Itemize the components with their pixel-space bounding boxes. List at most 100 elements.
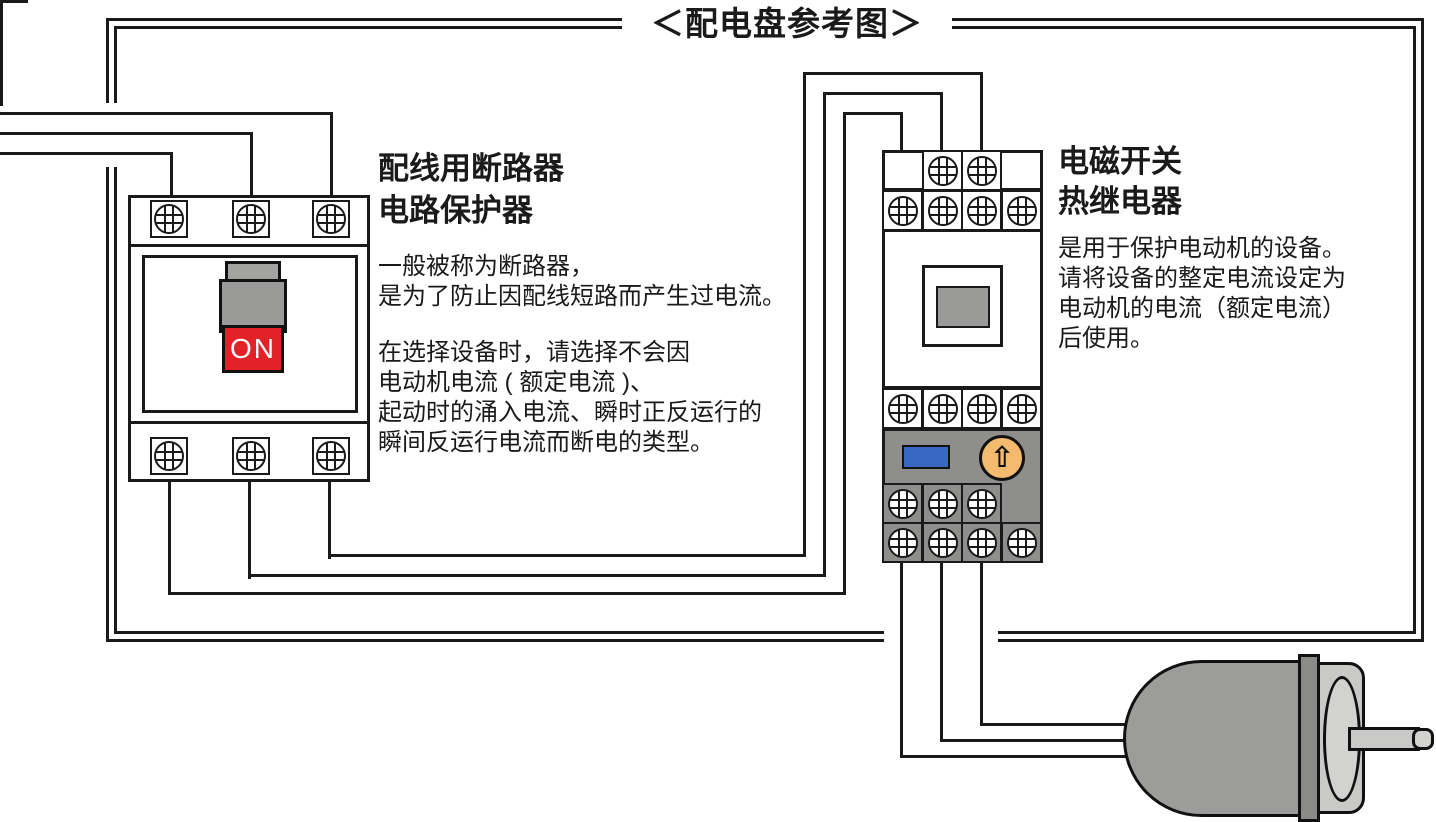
wire-segment [900, 560, 903, 758]
wire-segment [940, 92, 943, 157]
phillips-screw-icon [1006, 527, 1037, 558]
phillips-screw-icon [927, 195, 958, 226]
wire-segment [823, 92, 943, 95]
phillips-screw-icon [236, 441, 266, 471]
breaker-heading: 配线用断路器 电路保护器 [378, 148, 564, 232]
wire-segment [328, 460, 331, 559]
relay-indicator-window [902, 445, 950, 469]
wire-segment [843, 112, 903, 115]
breaker-bottom-strip-line [128, 421, 370, 424]
wire-segment [250, 132, 253, 202]
text-line: 一般被称为断路器， [378, 253, 594, 280]
wire-segment [248, 574, 826, 577]
breaker-heading-line1: 配线用断路器 [378, 151, 564, 186]
wire-segment [980, 72, 983, 157]
terminal-screw [1001, 522, 1042, 563]
text-line: 起动时的涌入电流、瞬时正反运行的 [378, 399, 762, 426]
wire-segment [248, 460, 251, 579]
motor-shaft-tip [1412, 728, 1434, 750]
terminal-screw [961, 150, 1002, 191]
wire-segment [0, 112, 333, 115]
wire-segment [980, 723, 1180, 726]
phillips-screw-icon [236, 204, 266, 234]
phillips-screw-icon [1006, 195, 1037, 226]
contactor-heading-line1: 电磁开关 [1058, 144, 1182, 179]
toggle-on-label: ON [230, 333, 276, 364]
contactor-button-frame [922, 265, 1003, 347]
phillips-screw-icon [966, 488, 997, 519]
terminal-screw [312, 200, 350, 238]
phillips-screw-icon [966, 393, 997, 424]
wire-segment [823, 92, 826, 577]
text-line: 电动机的电流（额定电流） [1058, 295, 1346, 322]
wire-segment [168, 460, 171, 595]
breaker-description-1: 一般被称为断路器， 是为了防止因配线短路而产生过电流。 [378, 252, 786, 312]
terminal-screw [922, 190, 963, 231]
terminal-screw [312, 437, 350, 475]
relay-adjustment-dial: ⇧ [979, 435, 1025, 481]
wire-segment [0, 132, 253, 135]
text-line: 电动机电流 ( 额定电流 )、 [378, 369, 654, 396]
breaker-top-strip-line [128, 244, 370, 247]
contactor-heading: 电磁开关 热继电器 [1058, 142, 1182, 222]
up-arrow-icon: ⇧ [989, 441, 1015, 474]
breaker-heading-line2: 电路保护器 [378, 193, 533, 228]
wire-segment [330, 112, 333, 202]
breaker-toggle-on: ON [222, 325, 284, 373]
phillips-screw-icon [1006, 393, 1037, 424]
terminal-screw [922, 483, 963, 524]
terminal-screw [961, 388, 1002, 429]
phillips-screw-icon [154, 204, 184, 234]
phillips-screw-icon [887, 488, 918, 519]
wire-segment [0, 152, 173, 155]
terminal-screw [882, 522, 923, 563]
phillips-screw-icon [154, 441, 184, 471]
wire-segment [168, 592, 846, 595]
contactor-heading-line2: 热继电器 [1058, 184, 1182, 219]
terminal-screw [1001, 190, 1042, 231]
phillips-screw-icon [887, 393, 918, 424]
terminal-screw [150, 437, 188, 475]
wire-segment [803, 72, 806, 557]
frame-artifact-top [0, 0, 28, 3]
terminal-screw [961, 190, 1002, 231]
breaker-toggle-switch [219, 279, 287, 333]
wire-segment [803, 72, 983, 75]
phillips-screw-icon [316, 441, 346, 471]
terminal-screw [961, 522, 1002, 563]
wire-segment [328, 554, 806, 557]
phillips-screw-icon [927, 393, 958, 424]
border-gap-left [101, 103, 123, 167]
phillips-screw-icon [887, 195, 918, 226]
phillips-screw-icon [927, 527, 958, 558]
terminal-screw [882, 388, 923, 429]
contactor-button [936, 286, 990, 328]
terminal-screw [1001, 388, 1042, 429]
frame-artifact-left [0, 0, 3, 106]
motor-shaft [1348, 727, 1420, 751]
wire-segment [843, 112, 846, 595]
wire-segment [940, 560, 943, 742]
contactor-description: 是用于保护电动机的设备。 请将设备的整定电流设定为 电动机的电流（额定电流） 后… [1058, 234, 1346, 354]
text-line: 瞬间反运行电流而断电的类型。 [378, 429, 714, 456]
terminal-screw [922, 388, 963, 429]
wire-segment [940, 739, 1180, 742]
phillips-screw-icon [927, 155, 958, 186]
phillips-screw-icon [927, 488, 958, 519]
terminal-screw [922, 522, 963, 563]
text-line: 在选择设备时，请选择不会因 [378, 339, 690, 366]
wire-segment [900, 112, 903, 157]
diagram-title: ＜配电盘参考图＞ [622, 0, 952, 42]
terminal-screw [882, 483, 923, 524]
terminal-screw [232, 437, 270, 475]
terminal-screw [961, 483, 1002, 524]
terminal-screw [150, 200, 188, 238]
contactor-row-line [882, 386, 1043, 389]
text-line: 请将设备的整定电流设定为 [1058, 265, 1346, 292]
breaker-description-2: 在选择设备时，请选择不会因 电动机电流 ( 额定电流 )、 起动时的涌入电流、瞬… [378, 338, 762, 458]
text-line: 是用于保护电动机的设备。 [1058, 235, 1346, 262]
phillips-screw-icon [966, 195, 997, 226]
phillips-screw-icon [966, 527, 997, 558]
wire-segment [170, 152, 173, 202]
